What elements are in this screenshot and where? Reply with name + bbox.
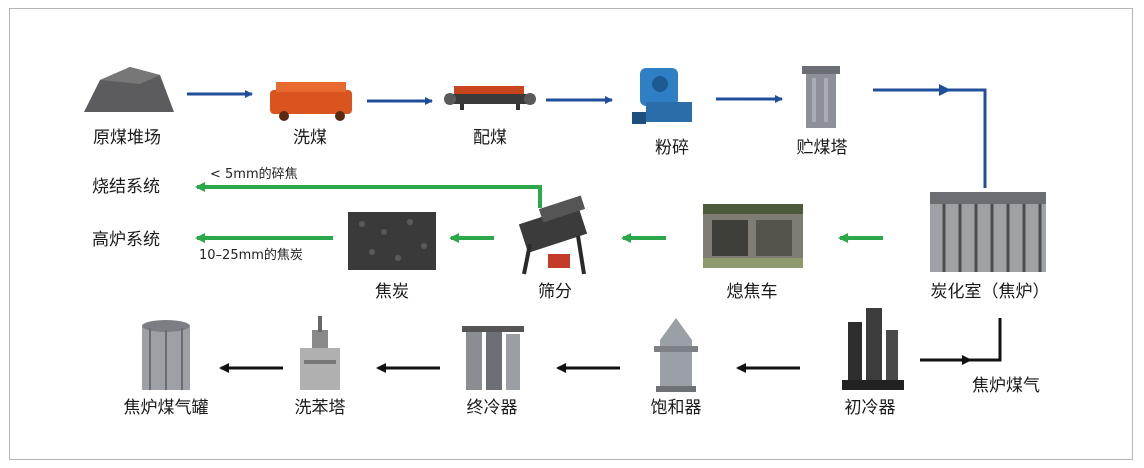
gas-flow-arrows [219, 318, 1002, 373]
coke-image [348, 212, 436, 270]
gas-holder-image [142, 320, 190, 390]
blending-conveyor-image [444, 86, 536, 110]
benzene-tower-image [300, 316, 340, 390]
label-coal-washing: 洗煤 [293, 128, 327, 148]
label-gas-holder: 焦炉煤气罐 [123, 398, 209, 418]
arrowhead-gas-line [962, 355, 972, 365]
label-final-cooler: 终冷器 [466, 398, 518, 418]
crusher-image [632, 68, 692, 124]
label-coal-blending: 配煤 [473, 128, 507, 148]
saturator-image [654, 318, 698, 392]
label-sintering-system: 烧结系统 [92, 177, 160, 197]
label-benzene-tower: 洗苯塔 [294, 398, 346, 418]
label-crushing: 粉碎 [655, 138, 689, 158]
label-blast-furnace-system: 高炉系统 [92, 230, 160, 250]
coal-pile-image [84, 67, 174, 112]
arrow-chamber-to-gas-line [920, 318, 1002, 362]
final-cooler-image [462, 326, 524, 390]
diagram-frame [9, 8, 1133, 460]
coal-washer-image [270, 82, 352, 121]
note-lump-coke: 10–25mm的焦炭 [199, 248, 303, 263]
label-carbonization-chamber: 炭化室（焦炉） [930, 282, 1050, 302]
arrow-screening-to-sintering [195, 182, 542, 208]
label-primary-cooler: 初冷器 [844, 398, 896, 418]
coal-tower-image [802, 66, 840, 128]
label-coal-yard: 原煤堆场 [93, 128, 161, 148]
label-coke-oven-gas: 焦炉煤气 [972, 376, 1040, 396]
coke-oven-image [930, 192, 1046, 272]
quench-car-image [703, 204, 803, 268]
screen-machine-image [518, 195, 588, 275]
label-saturator: 饱和器 [650, 398, 702, 418]
label-quench-car: 熄焦车 [726, 282, 778, 302]
label-coal-tower: 贮煤塔 [796, 138, 848, 158]
primary-cooler-image [842, 308, 904, 390]
label-coke: 焦炭 [375, 282, 409, 302]
arrow-tower-to-chamber [873, 88, 987, 188]
coke-texture [359, 219, 427, 261]
coal-flow-arrows [187, 84, 987, 188]
label-screening: 筛分 [538, 282, 572, 302]
note-fine-coke: < 5mm的碎焦 [210, 167, 298, 182]
coke-flow-arrows [195, 182, 883, 243]
arrowhead-tower-to-chamber [939, 84, 951, 96]
